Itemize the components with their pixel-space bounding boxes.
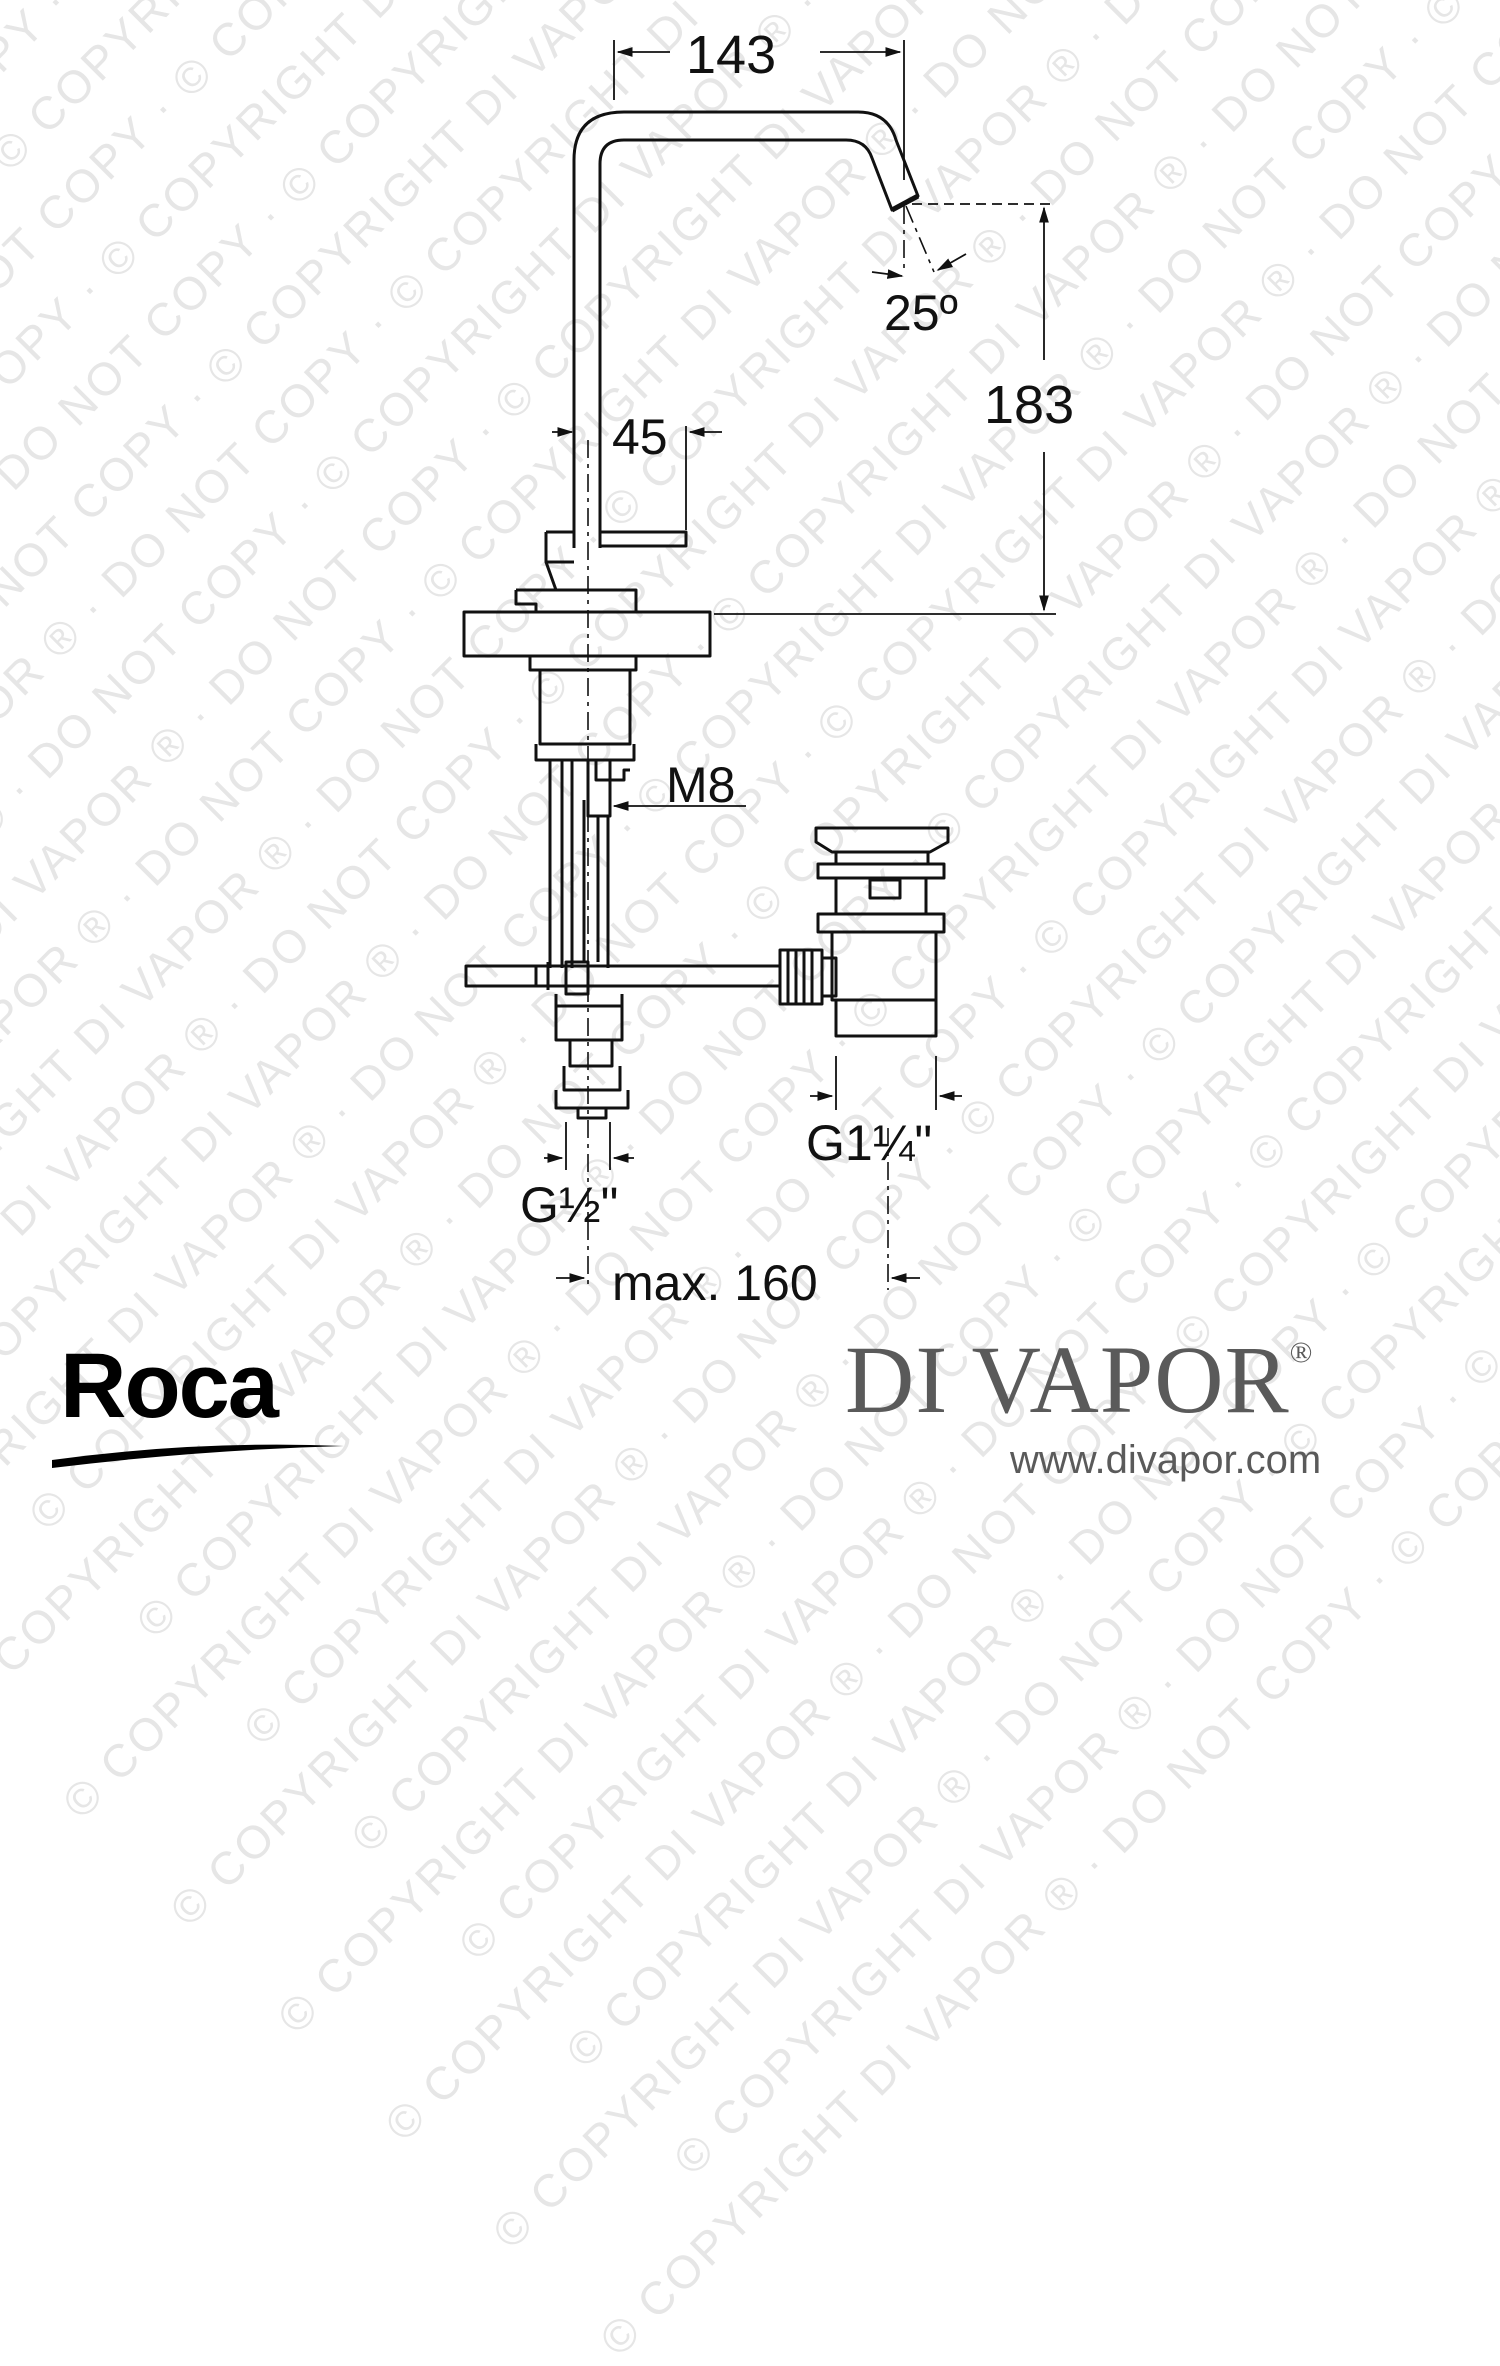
tap-base (514, 588, 638, 612)
dimension-max-distance: max. 160 (612, 1255, 818, 1311)
website-url[interactable]: www.divapor.com (1010, 1438, 1322, 1482)
threaded-rod (586, 760, 630, 818)
spout-tip (890, 193, 920, 213)
waste-connector (778, 948, 838, 1006)
pop-up-waste (814, 826, 950, 1038)
inlet-fitting (554, 994, 630, 1120)
dimension-spout-angle: 25º (884, 285, 958, 341)
dimension-lever-offset: 45 (612, 409, 668, 465)
pop-up-rod (464, 960, 782, 996)
spout (572, 110, 920, 548)
dimension-rod-thread: M8 (666, 757, 736, 813)
dimension-spout-reach: 143 (686, 25, 777, 85)
roca-swoosh-icon (52, 1444, 344, 1468)
deck-plate (462, 610, 712, 658)
roca-logo: Roca (60, 1335, 279, 1437)
tap-shank (528, 656, 638, 762)
supply-hose (548, 760, 610, 968)
lever-handle (544, 530, 688, 592)
registered-mark: ® (1289, 1336, 1314, 1369)
dimension-waste-thread: G1¼" (806, 1115, 933, 1171)
divapor-wordmark: DI VAPOR (845, 1326, 1290, 1433)
faucet-drawing (462, 40, 1056, 1290)
divapor-logo: DI VAPOR® (845, 1332, 1313, 1428)
dimension-spout-height: 183 (984, 375, 1075, 435)
dim-arrow-25 (871, 269, 904, 279)
dimension-inlet-thread: G½" (520, 1177, 619, 1233)
spout-axis (905, 205, 935, 273)
